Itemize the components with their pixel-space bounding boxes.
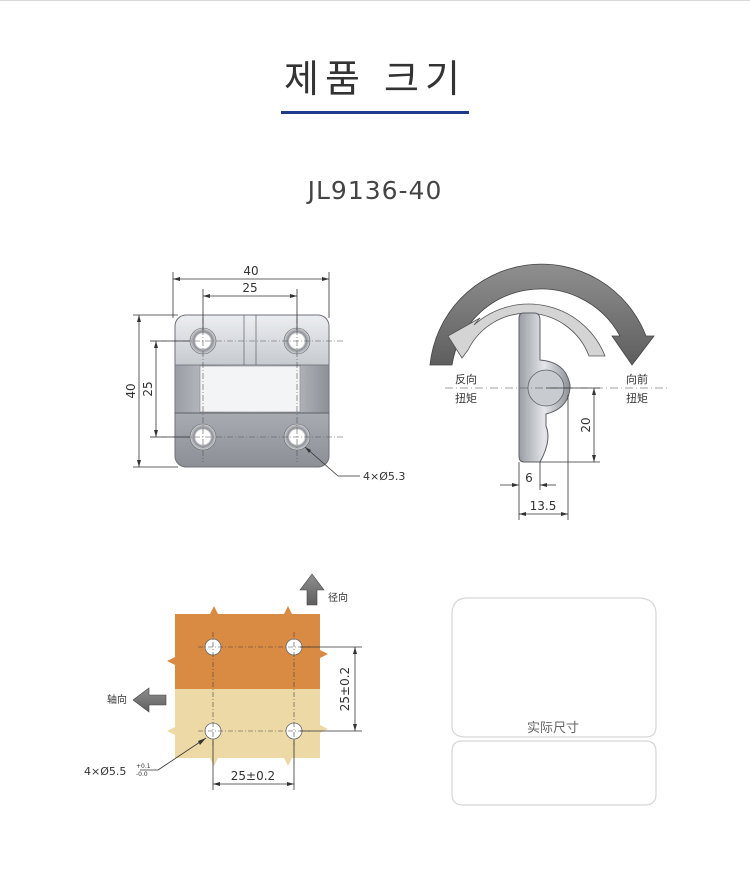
- model-number: JL9136-40: [307, 176, 443, 205]
- reverse-label-line1: 反向: [455, 372, 477, 386]
- dim-width-inner: 25: [242, 281, 257, 295]
- lower-plate: [167, 689, 328, 766]
- reverse-torque-arrow-icon: [447, 303, 606, 359]
- dim-width-outer: 40: [243, 264, 258, 278]
- mount-hole-note: 4×Ø5.5: [84, 765, 126, 778]
- dim-height-inner: 25: [141, 381, 155, 396]
- forward-label-line2: 扭矩: [626, 391, 648, 405]
- axial-label: 轴向: [107, 693, 127, 706]
- title-underline: [281, 111, 469, 114]
- dim-side-thickness: 6: [525, 471, 533, 485]
- front-hole-note: 4×Ø5.3: [363, 470, 405, 483]
- dim-mount-horizontal: 25±0.2: [231, 769, 275, 783]
- dim-height-outer: 40: [124, 383, 138, 398]
- top-border: [0, 0, 750, 1]
- side-view: 反向 扭矩 向前 扭矩 20 6 13.5: [429, 263, 668, 520]
- forward-torque-arrow-icon: [429, 263, 655, 366]
- page-title: 제품 크기: [284, 57, 466, 101]
- forward-label-line1: 向前: [626, 372, 648, 386]
- actual-size-label: 实际尺寸: [527, 721, 579, 736]
- actual-size-placeholder: 实际尺寸: [451, 597, 657, 806]
- mount-hole-tol-lower: -0.0: [136, 771, 148, 778]
- radial-label: 径向: [328, 591, 348, 604]
- dim-side-height: 20: [579, 417, 593, 432]
- reverse-label-line2: 扭矩: [455, 391, 477, 405]
- dim-mount-vertical: 25±0.2: [338, 667, 352, 711]
- dim-side-depth: 13.5: [530, 499, 557, 513]
- radial-arrow-icon: [299, 573, 325, 606]
- front-view: 40 25 40 25 4×Ø5.3: [124, 264, 405, 483]
- mounting-view: 径向 轴向 25±0.2 25±0.2 4×Ø5.5 +0.1 -0.0: [84, 573, 362, 790]
- axial-arrow-icon: [132, 687, 167, 713]
- mount-hole-tol-upper: +0.1: [136, 763, 151, 770]
- upper-plate: [167, 606, 328, 689]
